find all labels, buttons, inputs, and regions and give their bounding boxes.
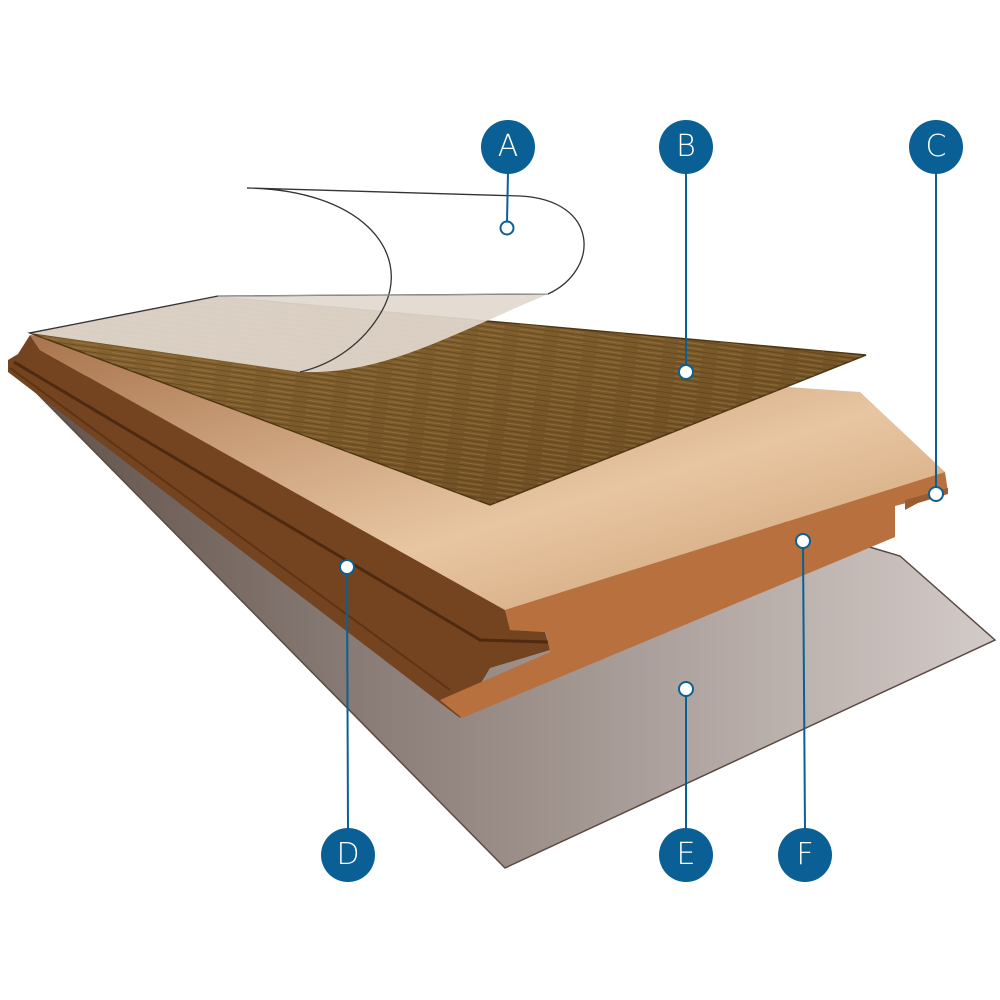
overlay-film (30, 294, 548, 373)
target-dot-c (928, 486, 944, 502)
callout-d: D (321, 828, 375, 882)
overlay-film-edge (217, 293, 549, 297)
target-dot-d (339, 559, 355, 575)
core-board (440, 472, 948, 718)
overlay-film-outline (29, 187, 585, 373)
callout-e: E (659, 828, 713, 882)
callout-f: F (778, 828, 832, 882)
callout-a: A (481, 120, 535, 174)
groove-line (13, 360, 549, 644)
groove-line (9, 367, 451, 691)
target-dot-b (678, 364, 694, 380)
callout-b: B (659, 120, 713, 174)
groove-profile (8, 335, 550, 718)
target-dot-e (678, 681, 694, 697)
target-dot-f (795, 533, 811, 549)
target-dot-a (499, 220, 515, 236)
callout-c: C (909, 120, 963, 174)
leader-lines (339, 171, 944, 831)
